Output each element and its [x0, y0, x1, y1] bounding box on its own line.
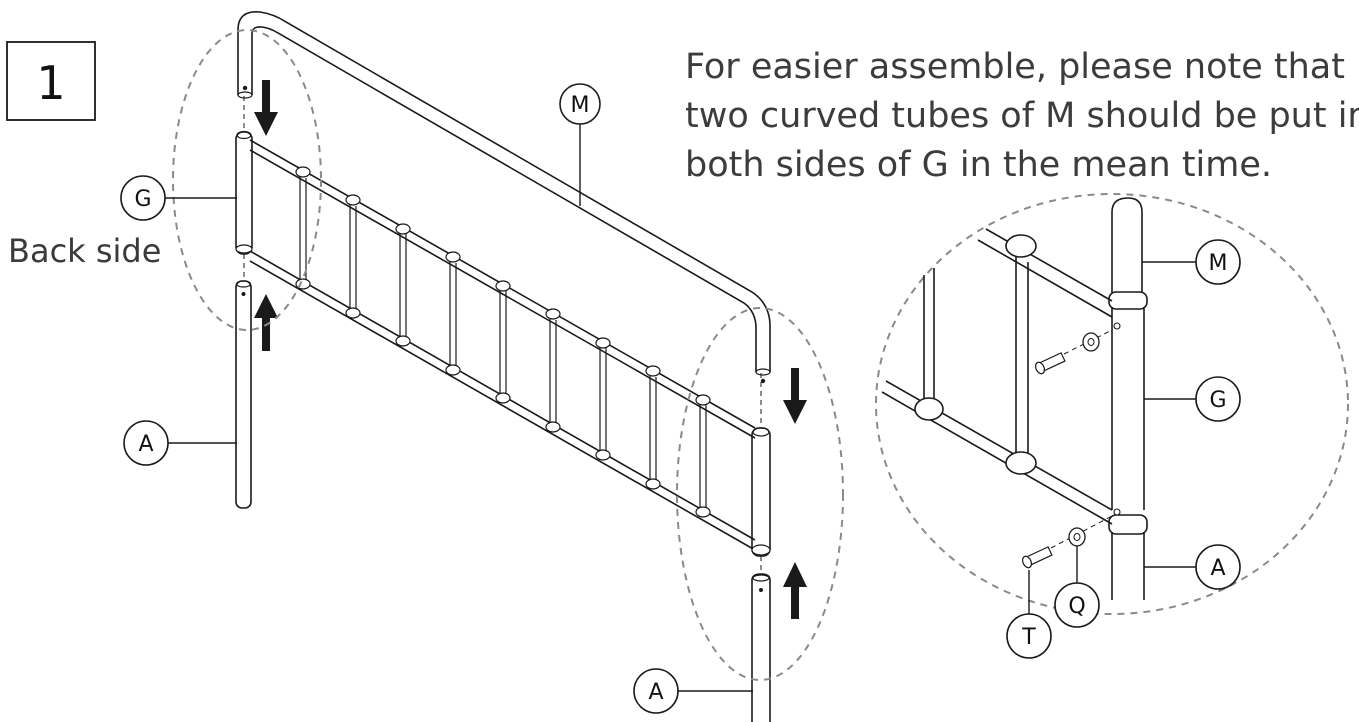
detail-post-g — [1111, 307, 1145, 510]
detail-washer-lower — [1068, 527, 1086, 547]
callout-m-main: M — [559, 83, 601, 206]
arrow-down-right-icon — [783, 368, 807, 424]
callout-a-left-label: A — [138, 432, 153, 457]
callout-t-detail: T — [1006, 570, 1052, 659]
callout-a-detail-label: A — [1210, 556, 1225, 581]
detail-collar-top — [1108, 291, 1148, 310]
callout-a-detail: A — [1144, 544, 1241, 590]
step-number-box: 1 — [6, 41, 96, 121]
callout-m-detail-label: M — [1209, 251, 1228, 276]
arrow-up-right-icon — [783, 562, 807, 619]
detail-screw-upper — [1034, 329, 1113, 375]
panel-joints — [235, 166, 771, 556]
detail-post-a — [1111, 532, 1145, 600]
callout-g-detail-label: G — [1209, 388, 1226, 413]
arrow-up-left-icon — [254, 294, 278, 351]
callout-g-main: G — [120, 175, 237, 221]
callout-a-left: A — [123, 420, 237, 466]
callout-m-main-label: M — [571, 93, 590, 118]
step-number: 1 — [36, 56, 65, 110]
back-side-label: Back side — [8, 232, 161, 270]
highlight-ellipse-right — [676, 307, 844, 681]
arrow-down-left-icon — [254, 80, 278, 136]
assembly-note: For easier assemble, please note that tw… — [685, 47, 1359, 185]
callout-g-main-label: G — [134, 187, 151, 212]
detail-dashed-circle — [875, 193, 1349, 615]
detail-collar-bottom — [1108, 514, 1148, 535]
callout-m-detail: M — [1142, 239, 1241, 285]
detail-screw-lower — [1021, 515, 1113, 569]
callout-t-detail-label: T — [1021, 625, 1036, 650]
panel-g — [235, 130, 771, 557]
panel-spindles — [299, 175, 707, 516]
highlight-ellipse-left — [172, 29, 322, 331]
callout-q-detail-label: Q — [1068, 594, 1085, 619]
callout-q-detail: Q — [1054, 546, 1100, 628]
callout-g-detail: G — [1144, 376, 1241, 422]
callout-a-right: A — [633, 668, 753, 714]
note-line-2: two curved tubes of M should be put in — [685, 96, 1359, 136]
detail-view: M G A Q T — [875, 193, 1349, 659]
note-line-3: both sides of G in the mean time. — [685, 145, 1272, 185]
callout-a-right-label: A — [648, 680, 663, 705]
detail-post-m — [1111, 197, 1143, 293]
detail-washer-upper — [1082, 332, 1100, 352]
note-line-1: For easier assemble, please note that — [685, 47, 1345, 87]
leg-a-right — [751, 573, 771, 722]
leg-a-left — [235, 280, 252, 509]
